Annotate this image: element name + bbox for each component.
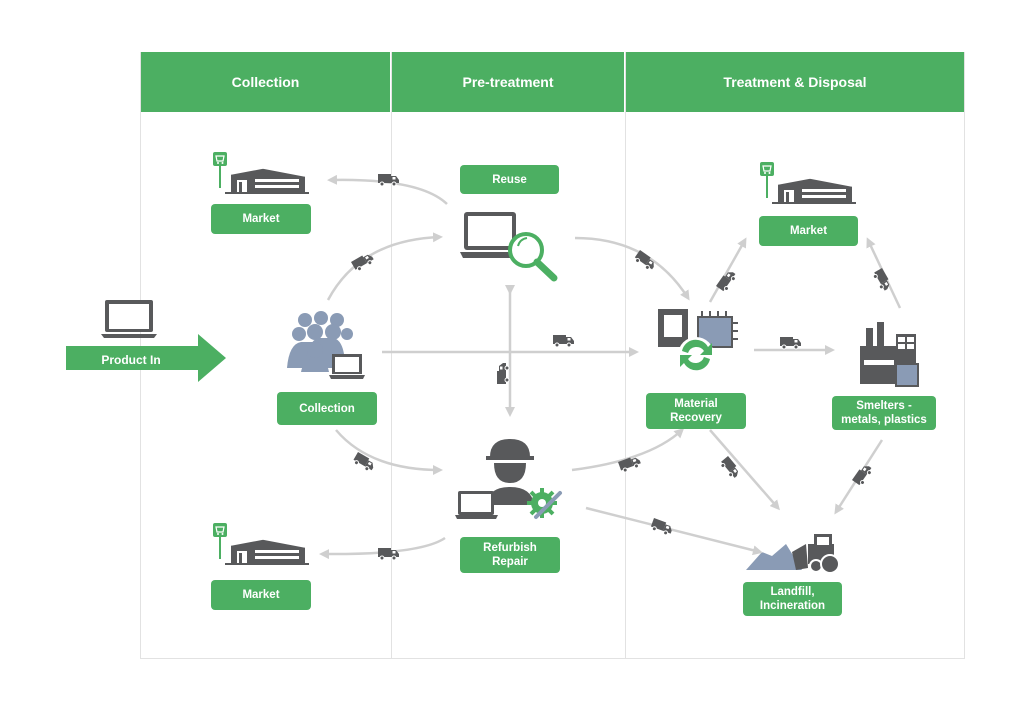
bulldozer-icon [746,534,840,574]
market-right-icon [759,161,857,205]
truck-icon [377,173,400,187]
arrow-collection-refurbish [335,429,443,475]
column-header-pretreatment: Pre-treatment [392,52,624,112]
arrow-reuse-market [327,174,448,205]
market-bottom-left-label: Market [211,580,311,610]
arrow-refurbish-landfill [585,506,763,556]
circuit-recycle-icon [658,309,738,373]
arrow-reuse-material [574,236,690,301]
worker-helmet-icon [455,439,562,519]
truck-icon [779,336,802,350]
smelters-label: Smelters - metals, plastics [832,396,936,430]
truck-icon [871,267,893,293]
column-header-collection: Collection [141,52,390,112]
arrow-refurbish-market [319,536,446,560]
people-group-icon [287,311,353,372]
reuse-label: Reuse [460,165,559,194]
truck-icon [649,517,675,537]
flow-arrows [319,174,902,560]
panel-border-right [964,52,965,658]
truck-icon [377,547,400,561]
panel-divider-2 [625,52,626,658]
arrow-material-market [708,237,747,303]
truck-icon [496,362,510,385]
truck-icon [552,334,575,348]
panel-divider-1 [391,52,392,658]
arrow-collection-reuse [326,232,443,301]
laptop-icon [101,300,157,338]
refurbish-repair-label: Refurbish Repair [460,537,560,573]
product-in-arrow [66,334,226,382]
material-recovery-label: Material Recovery [646,393,746,429]
landfill-incineration-label: Landfill, Incineration [743,582,842,616]
collection-laptop-icon [329,354,365,379]
market-right-label: Market [759,216,858,246]
truck-icon [718,455,742,481]
truck-icon [351,451,377,474]
market-bottom-left-icon [212,522,310,566]
panel-border-bottom [140,658,965,659]
laptop-magnifier-icon [460,212,558,282]
product-in-label: Product In [101,353,161,367]
factory-icon [860,322,919,387]
column-header-treatment: Treatment & Disposal [626,52,964,112]
collection-label: Collection [277,392,377,425]
arrow-material-landfill [709,429,780,511]
arrow-refurbish-material [571,427,685,472]
market-top-left-icon [212,151,310,195]
market-top-left-label: Market [211,204,311,234]
